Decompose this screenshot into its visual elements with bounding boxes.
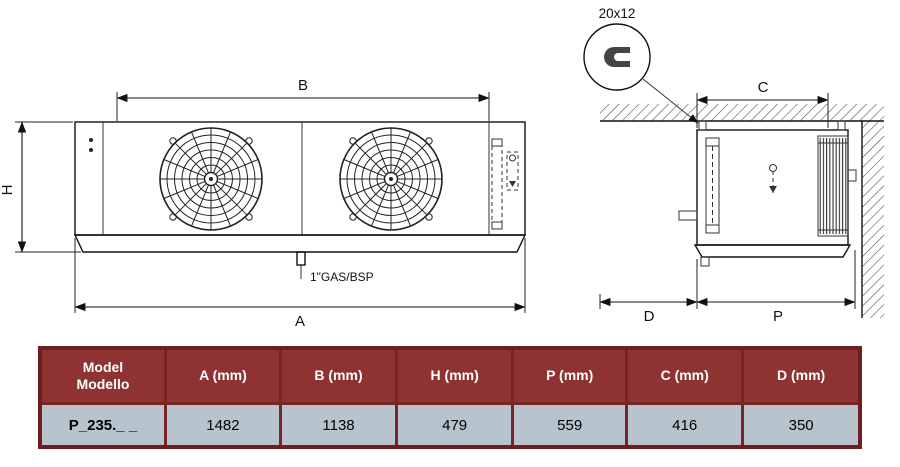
detail-circle [583, 23, 651, 91]
side-access-detail [491, 138, 519, 230]
dim-d: D [599, 259, 698, 325]
dim-p-label: P [773, 308, 783, 325]
dim-a: A [74, 238, 526, 330]
screw-dot [89, 148, 93, 152]
slot-detail-callout: 20x12 [583, 6, 699, 124]
side-pipe-stub [678, 210, 698, 221]
drain-stub-side [700, 256, 710, 267]
drain-fitting: 1"GAS/BSP [296, 251, 374, 284]
wall-hatch [862, 121, 884, 318]
ceiling-hatch [600, 104, 884, 121]
mounting-bracket [837, 120, 846, 131]
table-row: P_235._ _ 1482 1138 479 559 416 350 [38, 402, 862, 449]
col-header-p: P (mm) [511, 346, 629, 405]
fan-left-icon [159, 127, 263, 231]
dim-c-label: C [758, 79, 769, 96]
cell-d: 350 [741, 402, 862, 449]
spec-table: Model Modello A (mm) B (mm) H (mm) P (mm… [38, 346, 862, 449]
screw-dot [89, 138, 93, 142]
dim-a-label: A [295, 313, 305, 330]
dim-h-label: H [0, 185, 16, 196]
col-header-c: C (mm) [625, 346, 745, 405]
drain-label: 1"GAS/BSP [310, 270, 374, 284]
cell-model: P_235._ _ [38, 402, 167, 449]
mounting-bracket [698, 120, 707, 131]
dim-b-label: B [298, 77, 308, 94]
leader-line [642, 78, 699, 124]
slot-icon [604, 47, 630, 67]
technical-drawing: 1"GAS/BSP B H A [0, 6, 884, 330]
dim-p: P [696, 250, 856, 325]
col-header-a: A (mm) [163, 346, 282, 405]
coil-block [817, 135, 857, 237]
col-header-d: D (mm) [741, 346, 862, 405]
col-header-h: H (mm) [395, 346, 515, 405]
cell-a: 1482 [163, 402, 282, 449]
model-header-line1: Model [82, 358, 124, 375]
dim-b: B [116, 77, 490, 121]
dim-h: H [0, 121, 81, 253]
side-view: C D P 20x12 [583, 6, 884, 325]
cell-c: 416 [625, 402, 745, 449]
cell-p: 559 [511, 402, 629, 449]
drip-tray [73, 234, 527, 253]
drip-tray-side [693, 244, 852, 258]
table-header-row: Model Modello A (mm) B (mm) H (mm) P (mm… [38, 346, 862, 405]
col-header-b: B (mm) [278, 346, 399, 405]
fan-right-icon [339, 127, 443, 231]
cell-b: 1138 [278, 402, 399, 449]
detail-label: 20x12 [599, 6, 636, 21]
dim-d-label: D [644, 308, 655, 325]
cell-h: 479 [395, 402, 515, 449]
model-header-line2: Modello [76, 376, 130, 392]
unit-body [74, 121, 526, 236]
distributor-detail [769, 164, 777, 193]
fan-panel-side [705, 137, 720, 234]
front-view: 1"GAS/BSP B H A [0, 77, 527, 330]
col-header-model: Model Modello [38, 346, 167, 405]
